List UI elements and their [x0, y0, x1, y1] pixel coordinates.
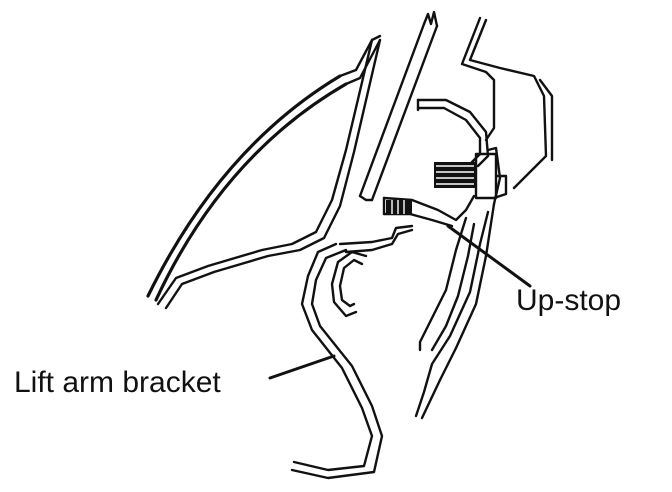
upper-channel [416, 98, 490, 168]
lift-arm-bracket-leader [268, 354, 336, 380]
vertical-member [358, 10, 439, 202]
lower-right-member [414, 202, 496, 420]
up-stop-bolt [434, 146, 508, 206]
outer-body-panel [146, 34, 382, 302]
inner-panel [156, 38, 382, 310]
up-stop-leader [446, 224, 532, 288]
lift-arm-bracket-label: Lift arm bracket [14, 366, 221, 399]
up-stop-label: Up-stop [516, 284, 622, 317]
lift-arm-bracket [290, 242, 384, 480]
right-panel [460, 16, 554, 190]
up-stop-pad [338, 194, 476, 254]
